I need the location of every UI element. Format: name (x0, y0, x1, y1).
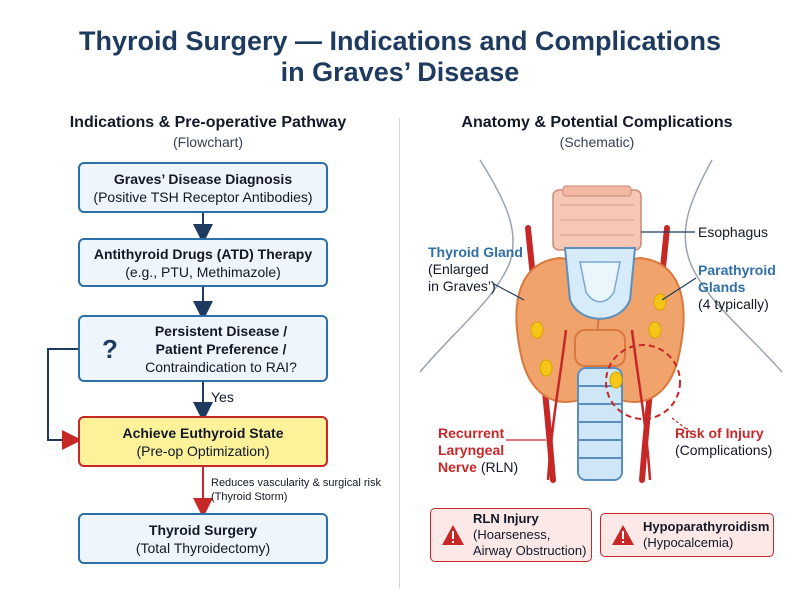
flow-box-surgery: Thyroid Surgery (Total Thyroidectomy) (78, 513, 328, 564)
label-thyroid-title: Thyroid Gland (428, 244, 523, 260)
arrow-bypass (47, 348, 82, 450)
complication-rln-text: RLN Injury (Hoarseness, Airway Obstructi… (473, 511, 586, 559)
rln-left (546, 329, 568, 481)
label-risk-title: Risk of Injury (675, 425, 764, 441)
label-rln-title-2: Laryngeal (438, 442, 505, 458)
label-rln-abbr: (RLN) (480, 459, 519, 475)
flowchart-heading: Indications & Pre-operative Pathway (69, 114, 347, 131)
flow-note-line-2: (Thyroid Storm) (211, 491, 288, 503)
flow-box-atd-note: (e.g., PTU, Methimazole) (125, 263, 281, 280)
complication-rln-line-2: Airway Obstruction) (473, 543, 587, 558)
label-rln-title-3: Nerve (438, 459, 477, 475)
complication-hypoparathyroidism: Hypoparathyroidism (Hypocalcemia) (600, 513, 774, 557)
complication-hypopara-line-1: (Hypocalcemia) (643, 535, 734, 550)
question-mark-icon: ? (102, 334, 118, 364)
page-title: Thyroid Surgery — Indications and Compli… (0, 26, 800, 88)
anatomy-header: Anatomy & Potential Complications (Schem… (412, 113, 782, 151)
flow-box-decision: Persistent Disease / Patient Preference … (78, 315, 328, 382)
complication-rln-title: RLN Injury (473, 511, 539, 526)
label-thyroid-line-2: in Graves’) (428, 278, 496, 294)
complication-rln-injury: RLN Injury (Hoarseness, Airway Obstructi… (430, 508, 592, 562)
label-esophagus: Esophagus (698, 224, 769, 240)
risk-circle (605, 344, 681, 420)
anatomy-heading: Anatomy & Potential Complications (461, 114, 733, 131)
leader-risk (671, 417, 691, 433)
flow-note: Reduces vascularity & surgical risk (Thy… (211, 476, 381, 504)
flow-box-surgery-note: (Total Thyroidectomy) (135, 539, 271, 556)
trachea-shape (577, 367, 623, 481)
label-parathyroid: Parathyroid Glands (4 typically) (698, 262, 776, 313)
thyroid-isthmus (574, 329, 626, 367)
label-parathyroid-note: (4 typically) (698, 296, 769, 312)
flow-box-euthyroid: Achieve Euthyroid State (Pre-op Optimiza… (78, 416, 328, 467)
parathyroid-gland-1 (530, 321, 544, 339)
label-parathyroid-title-1: Parathyroid (698, 262, 776, 278)
complication-hypopara-text: Hypoparathyroidism (Hypocalcemia) (643, 519, 769, 551)
label-thyroid: Thyroid Gland (Enlarged in Graves’) (428, 244, 523, 295)
flowchart-header: Indications & Pre-operative Pathway (Flo… (30, 113, 386, 151)
neck-outline-right (684, 159, 783, 373)
leader-thyroid (493, 283, 525, 301)
flow-box-decision-line-2: Patient Preference / (155, 340, 287, 357)
label-risk: Risk of Injury (Complications) (675, 425, 772, 459)
title-line-2: in Graves’ Disease (280, 57, 520, 87)
flow-box-decision-line-3: Contraindication to RAI? (145, 358, 297, 375)
title-line-1: Thyroid Surgery — Indications and Compli… (78, 26, 722, 56)
parathyroid-gland-4 (648, 321, 662, 339)
warning-icon (442, 525, 464, 545)
yes-label: Yes (211, 389, 234, 405)
flow-box-diagnosis-title: Graves’ Disease Diagnosis (113, 170, 293, 187)
flow-box-atd: Antithyroid Drugs (ATD) Therapy (e.g., P… (78, 238, 328, 287)
parathyroid-gland-2 (539, 359, 553, 377)
label-parathyroid-title-2: Glands (698, 279, 746, 295)
label-rln-line-3: Nerve (RLN) (438, 459, 518, 476)
flow-box-decision-line-1: Persistent Disease / (154, 322, 288, 339)
neck-outline-left (419, 159, 514, 373)
flow-box-diagnosis-note: (Positive TSH Receptor Antibodies) (93, 188, 313, 205)
leader-parathyroid (661, 277, 697, 301)
anatomy-subheading: (Schematic) (559, 134, 635, 150)
flow-note-line-1: Reduces vascularity & surgical risk (211, 477, 381, 489)
flow-box-surgery-title: Thyroid Surgery (148, 521, 258, 538)
warning-icon (612, 525, 634, 545)
column-divider (399, 118, 400, 588)
label-rln-title-1: Recurrent (438, 425, 505, 441)
flow-box-atd-title: Antithyroid Drugs (ATD) Therapy (93, 245, 313, 262)
flow-box-euthyroid-title: Achieve Euthyroid State (122, 424, 284, 441)
flow-box-euthyroid-note: (Pre-op Optimization) (136, 442, 270, 459)
flowchart-subheading: (Flowchart) (172, 134, 243, 150)
parathyroid-gland-3 (653, 293, 667, 311)
label-risk-note: (Complications) (675, 442, 773, 458)
label-rln: Recurrent Laryngeal Nerve (RLN) (438, 425, 518, 476)
complication-rln-line-1: (Hoarseness, (473, 527, 551, 542)
label-thyroid-line-1: (Enlarged (428, 261, 489, 277)
flow-box-diagnosis: Graves’ Disease Diagnosis (Positive TSH … (78, 162, 328, 213)
complication-hypopara-title: Hypoparathyroidism (643, 519, 770, 534)
